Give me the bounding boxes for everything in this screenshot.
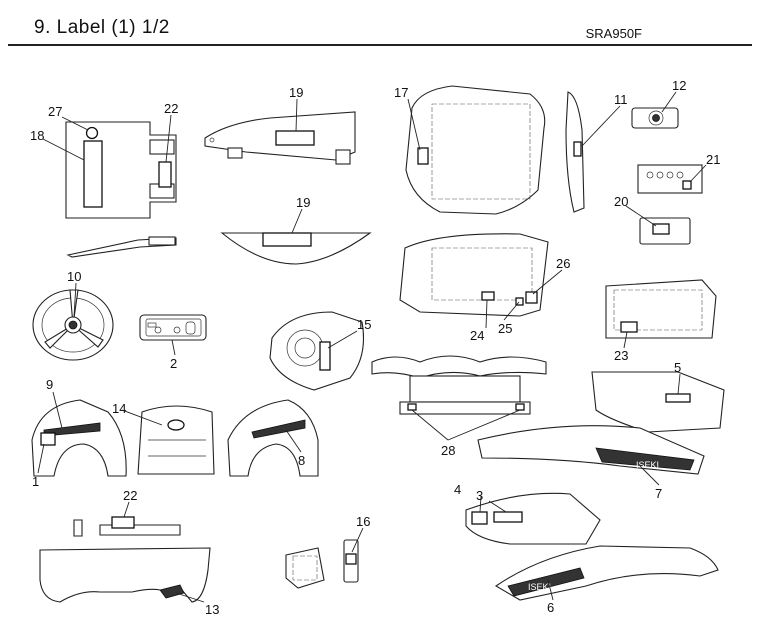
- callout-7: 7: [655, 486, 662, 501]
- model-code: SRA950F: [585, 26, 642, 41]
- callout-27: 27: [48, 104, 62, 119]
- callout-3: 3: [476, 488, 483, 503]
- dash-cowl-part: [269, 311, 365, 391]
- label-22-rect: [158, 161, 172, 188]
- callout-22-lower: 22: [123, 488, 137, 503]
- callout-24: 24: [470, 328, 484, 343]
- label-3-rect: [493, 511, 523, 523]
- callout-22-upper: 22: [164, 101, 178, 116]
- callout-19-upper: 19: [289, 85, 303, 100]
- callout-8: 8: [298, 453, 305, 468]
- switch-panel-part: [139, 314, 207, 341]
- seat-frame-part: [371, 355, 547, 415]
- label-1-rect: [40, 432, 56, 446]
- callout-19-lower: 19: [296, 195, 310, 210]
- radiator-panel-part: [605, 279, 717, 339]
- label-11-rect: [573, 141, 582, 157]
- label-27-circle: [85, 126, 99, 140]
- lamp-part: [631, 107, 679, 129]
- leader-lines: [37, 91, 707, 603]
- label-23-rect: [620, 321, 638, 333]
- callout-16: 16: [356, 514, 370, 529]
- callout-13: 13: [205, 602, 219, 617]
- label-5-rect: [665, 393, 691, 403]
- callout-11: 11: [614, 92, 628, 107]
- battery-part: [637, 164, 703, 245]
- callout-26: 26: [556, 256, 570, 271]
- left-skirt-part: ISEKI: [494, 545, 719, 601]
- right-side-cover-part: [591, 371, 725, 433]
- logo-text-left: ISEKI: [528, 582, 551, 592]
- steering-wheel-part: [32, 289, 114, 361]
- label-25-rect: [515, 297, 524, 306]
- callout-17: 17: [394, 85, 408, 100]
- upper-panel-part: [204, 111, 356, 165]
- label-19-lower-rect: [262, 232, 312, 247]
- label-15-rect: [319, 341, 331, 371]
- callout-28: 28: [441, 443, 455, 458]
- callout-10: 10: [67, 269, 81, 284]
- front-bumper-part: [39, 516, 211, 603]
- label-16-rect: [345, 553, 357, 565]
- right-skirt-part: ISEKI: [477, 425, 705, 475]
- callout-2: 2: [170, 356, 177, 371]
- callout-21: 21: [706, 152, 720, 167]
- center-hood-part: [137, 405, 215, 475]
- callout-23: 23: [614, 348, 628, 363]
- side-strip-part: [565, 91, 585, 213]
- callout-6: 6: [547, 600, 554, 615]
- lower-curved-panel-part: [220, 232, 372, 265]
- floor-panel-part: [399, 233, 549, 317]
- callout-15: 15: [357, 317, 371, 332]
- page-title: 9. Label (1) 1/2: [34, 17, 170, 38]
- callout-5: 5: [674, 360, 681, 375]
- label-22-lower-rect: [111, 516, 135, 529]
- callout-18: 18: [30, 128, 44, 143]
- callout-numbers: 27 18 22 19 19 10 2 15 9 14 8 1 22 13 16…: [30, 78, 720, 617]
- label-26-rect: [525, 291, 538, 304]
- label-18-rect: [83, 140, 103, 208]
- canopy-top-part: [405, 85, 546, 215]
- label-17-rect: [417, 147, 429, 165]
- label-20-rect: [652, 223, 670, 235]
- left-side-cover-part: [465, 492, 601, 545]
- callout-1: 1: [32, 474, 39, 489]
- label-4-rect: [471, 511, 488, 525]
- label-28-right-rect: [515, 403, 525, 411]
- label-19-upper-rect: [275, 130, 315, 146]
- right-fender-part: [227, 399, 319, 477]
- header-rule: [8, 44, 752, 46]
- callout-14: 14: [112, 401, 126, 416]
- left-fender-part: [31, 399, 127, 477]
- callout-25: 25: [498, 321, 512, 336]
- label-28-left-rect: [407, 403, 417, 411]
- grille-part: [285, 539, 359, 589]
- label-21-rect: [682, 180, 692, 190]
- logo-text-right: ISEKI: [636, 460, 659, 470]
- callout-20: 20: [614, 194, 628, 209]
- side-panel-part: [65, 121, 177, 258]
- callout-9: 9: [46, 377, 53, 392]
- callout-12: 12: [672, 78, 686, 93]
- label-14-ellipse: [167, 419, 185, 431]
- label-24-rect: [481, 291, 495, 301]
- callout-4: 4: [454, 482, 461, 497]
